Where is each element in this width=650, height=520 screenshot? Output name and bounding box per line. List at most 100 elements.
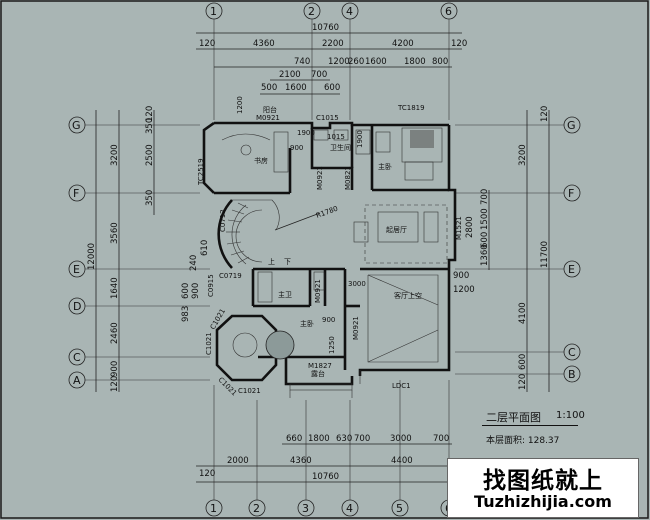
title-underline	[482, 425, 578, 426]
right-axis-B: B	[568, 368, 576, 381]
room-walk: 主卧	[300, 319, 314, 328]
top-dim-1800: 1800	[404, 57, 426, 67]
left-inner-120: 120	[145, 106, 155, 122]
top-dim-600: 600	[324, 83, 340, 93]
label-d900: 900	[290, 144, 303, 152]
label-c1015: C1015	[316, 114, 339, 122]
label-m0921a: M0921	[256, 114, 280, 122]
top-total-dim: 10760	[312, 23, 339, 33]
top-dim-4360: 4360	[253, 39, 275, 49]
left-axis-C: C	[73, 351, 81, 364]
spiral-staircase	[217, 199, 321, 269]
left-dim-2460: 2460	[110, 322, 120, 344]
plan-title: 二层平面图	[486, 411, 541, 424]
right-inner-2800: 2800	[465, 216, 475, 238]
label-c1021d: C1021	[238, 387, 261, 395]
label-c0719: C0719	[219, 272, 242, 280]
left-inner-350a: 350	[145, 118, 155, 134]
top-dim-4200: 4200	[392, 39, 414, 49]
right-dim-600: 600	[518, 354, 528, 370]
left-axis-A: A	[73, 374, 81, 387]
label-d1250: 1250	[328, 336, 336, 354]
top-dim-1600b: 1600	[285, 83, 307, 93]
right-dim-4100: 4100	[518, 302, 528, 324]
right-inner-1500: 1500	[480, 208, 490, 230]
label-m1521: M1521	[455, 216, 463, 240]
label-tc1819: TC1819	[397, 104, 425, 112]
top-dim-120a: 120	[199, 39, 215, 49]
top-dim-700: 700	[311, 70, 327, 80]
right-dim-3200: 3200	[518, 144, 528, 166]
top-dim-2200: 2200	[322, 39, 344, 49]
left-dim-3200: 3200	[110, 144, 120, 166]
brand-url-text: Tuzhizhijia.com	[474, 492, 612, 511]
bottom-axis-4: 4	[346, 502, 353, 515]
top-dim-500: 500	[261, 83, 277, 93]
right-inner-700: 700	[480, 189, 490, 205]
top-axis-1: 1	[210, 5, 217, 18]
right-inner-600: 600	[480, 232, 490, 248]
right-axis-G: G	[567, 119, 576, 132]
axis-lines	[85, 19, 564, 500]
top-axis-bubbles: 1 2 4 6	[205, 2, 458, 20]
bottom-dim-700a: 700	[354, 434, 370, 444]
bottom-dim-630: 630	[336, 434, 352, 444]
right-axis-C: C	[568, 346, 576, 359]
room-bath1: 卫生间	[330, 143, 351, 152]
left-total-dim: 12000	[87, 243, 97, 270]
study-desk	[221, 131, 289, 173]
top-axis-6: 6	[445, 5, 452, 18]
left-dim-120: 120	[110, 376, 120, 392]
label-m1827: M1827	[308, 362, 332, 370]
right-inner-1200: 1200	[453, 285, 475, 295]
top-dim-2100: 2100	[279, 70, 301, 80]
bottom-dim-3000: 3000	[390, 434, 412, 444]
left-sub-900: 900	[191, 283, 201, 299]
label-m0821: M0821	[344, 166, 352, 190]
brand-chinese-text: 找图纸就上	[483, 468, 603, 494]
void-area	[359, 274, 439, 384]
left-axis-E: E	[73, 263, 80, 276]
left-sub-610: 610	[200, 240, 210, 256]
right-dim-120b: 120	[518, 374, 528, 390]
plan-scale: 1:100	[556, 410, 585, 421]
room-master: 主卧	[378, 162, 392, 171]
balcony-rail	[289, 383, 353, 398]
left-inner-350b: 350	[145, 190, 155, 206]
master-bed	[375, 127, 443, 181]
left-axis-F: F	[73, 187, 79, 200]
bottom-total-dim: 10760	[312, 472, 339, 482]
label-d1015: 1015	[327, 133, 345, 141]
top-dim-800: 800	[432, 57, 448, 67]
bath-fixtures	[257, 129, 371, 303]
room-bal2: 阳台	[263, 105, 277, 114]
octagon-bay	[215, 314, 295, 382]
top-dimension-lines	[196, 32, 462, 95]
room-void: 客厅上空	[394, 291, 422, 300]
right-axis-F: F	[568, 187, 574, 200]
stair-down: 下	[284, 258, 291, 266]
bottom-axis-bubbles: 1 2 3 4 5 6	[205, 499, 458, 517]
label-d1900b: 1900	[356, 130, 364, 148]
label-m0921c: M0921	[314, 279, 322, 303]
label-ldc1: LDC1	[392, 382, 411, 390]
bottom-axis-3: 3	[302, 502, 309, 515]
bottom-dim-1800: 1800	[308, 434, 330, 444]
left-axis-bubbles: G F E D C A	[68, 116, 86, 389]
bottom-axis-1: 1	[210, 502, 217, 515]
top-dim-740: 740	[294, 57, 310, 67]
left-axis-D: D	[73, 300, 81, 313]
left-sub-600: 600	[181, 283, 191, 299]
room-balcony: 露台	[311, 369, 325, 378]
bottom-dim-700b: 700	[433, 434, 449, 444]
left-inner-2500: 2500	[145, 144, 155, 166]
left-dim-3560: 3560	[110, 222, 120, 244]
right-dim-120a: 120	[540, 106, 550, 122]
bottom-dim-660: 660	[286, 434, 302, 444]
top-dim-1200: 1200	[328, 57, 350, 67]
label-d1200: 1200	[236, 96, 244, 114]
stair-up: 上	[268, 257, 275, 266]
